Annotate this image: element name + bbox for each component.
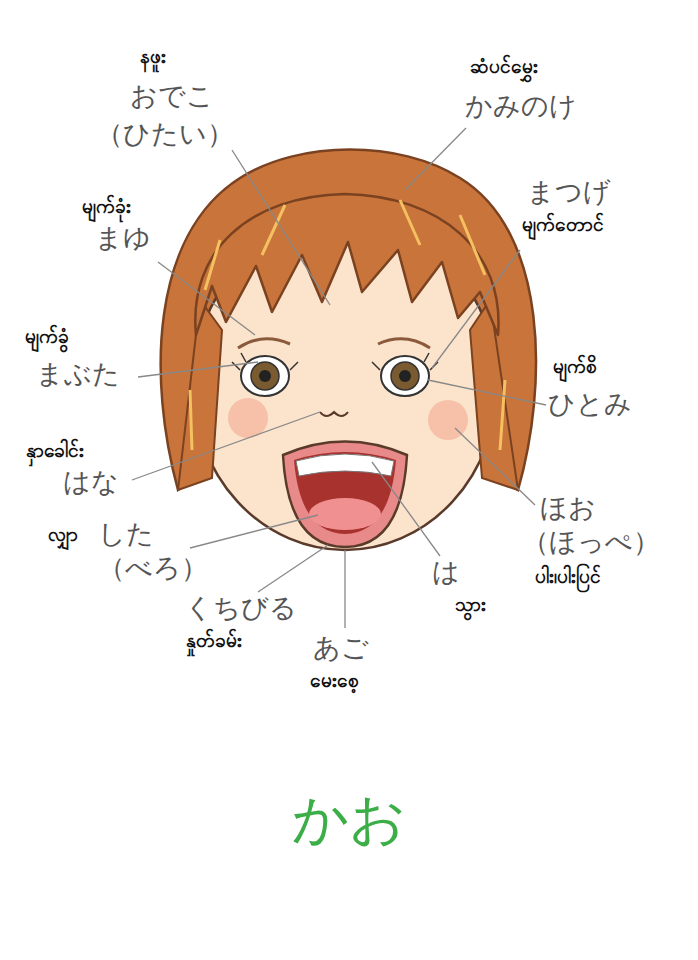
- burmese-part-name: လျှာ: [48, 524, 78, 546]
- burmese-part-name: မေးစေ့: [310, 670, 359, 692]
- japanese-part-name: かみのけ: [465, 90, 577, 121]
- japanese-part-name: まぶた: [36, 358, 120, 389]
- japanese-part-name: （ひたい）: [96, 118, 234, 149]
- japanese-part-name: おでこ: [130, 80, 214, 111]
- burmese-part-name: မျက်တောင်: [522, 214, 604, 236]
- japanese-part-name: あご: [313, 632, 369, 663]
- japanese-part-name: くちびる: [185, 592, 297, 623]
- japanese-part-name: （ほっぺ）: [522, 526, 660, 557]
- title: かお: [292, 782, 406, 858]
- japanese-part-name: まゆ: [95, 222, 151, 253]
- burmese-part-name: ဆံပင်မွှေး: [470, 56, 538, 78]
- japanese-part-name: まつげ: [527, 176, 611, 207]
- burmese-part-name: မျက်ခုံး: [82, 196, 131, 218]
- burmese-part-name: နှုတ်ခမ်း: [186, 630, 242, 652]
- japanese-part-name: ほお: [540, 492, 596, 523]
- burmese-part-name: နှာခေါင်း: [26, 440, 84, 462]
- burmese-part-name: သွား: [455, 594, 486, 616]
- burmese-part-name: နဖူး: [140, 46, 166, 68]
- japanese-part-name: （べろ）: [98, 552, 208, 583]
- japanese-part-name: した: [98, 518, 154, 549]
- burmese-part-name: မျက်စိ: [553, 356, 597, 378]
- japanese-part-name: は: [432, 556, 460, 587]
- japanese-part-name: ひとみ: [548, 388, 632, 419]
- japanese-part-name: はな: [63, 466, 119, 497]
- burmese-part-name: မျက်ခွံ: [25, 326, 69, 348]
- burmese-part-name: ပါး၊ပါးပြင်: [535, 566, 601, 588]
